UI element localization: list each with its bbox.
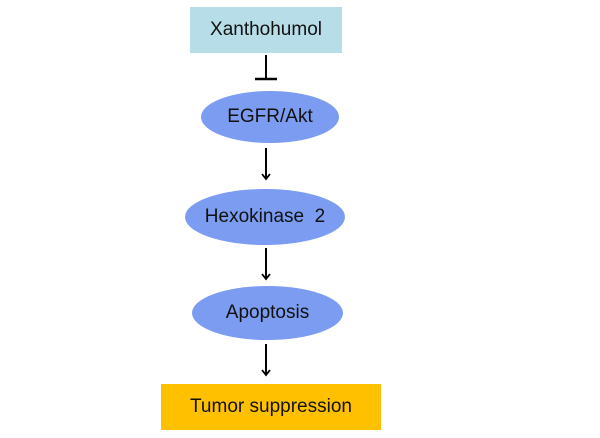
node-apoptosis-label: Apoptosis — [225, 302, 310, 323]
node-hexokinase-2-label: Hexokinase 2 — [204, 206, 326, 227]
node-xanthohumol: Xanthohumol — [190, 7, 342, 53]
node-egfr-akt: EGFR/Akt — [201, 91, 339, 143]
node-tumor-suppression-label: Tumor suppression — [190, 396, 352, 417]
node-xanthohumol-label: Xanthohumol — [210, 19, 322, 40]
node-apoptosis: Apoptosis — [192, 286, 343, 340]
node-hexokinase-2: Hexokinase 2 — [185, 189, 345, 245]
node-tumor-suppression: Tumor suppression — [161, 384, 381, 430]
node-egfr-akt-label: EGFR/Akt — [227, 106, 313, 127]
inhibition-edge-xanthohumol-egfr-akt — [255, 55, 277, 81]
